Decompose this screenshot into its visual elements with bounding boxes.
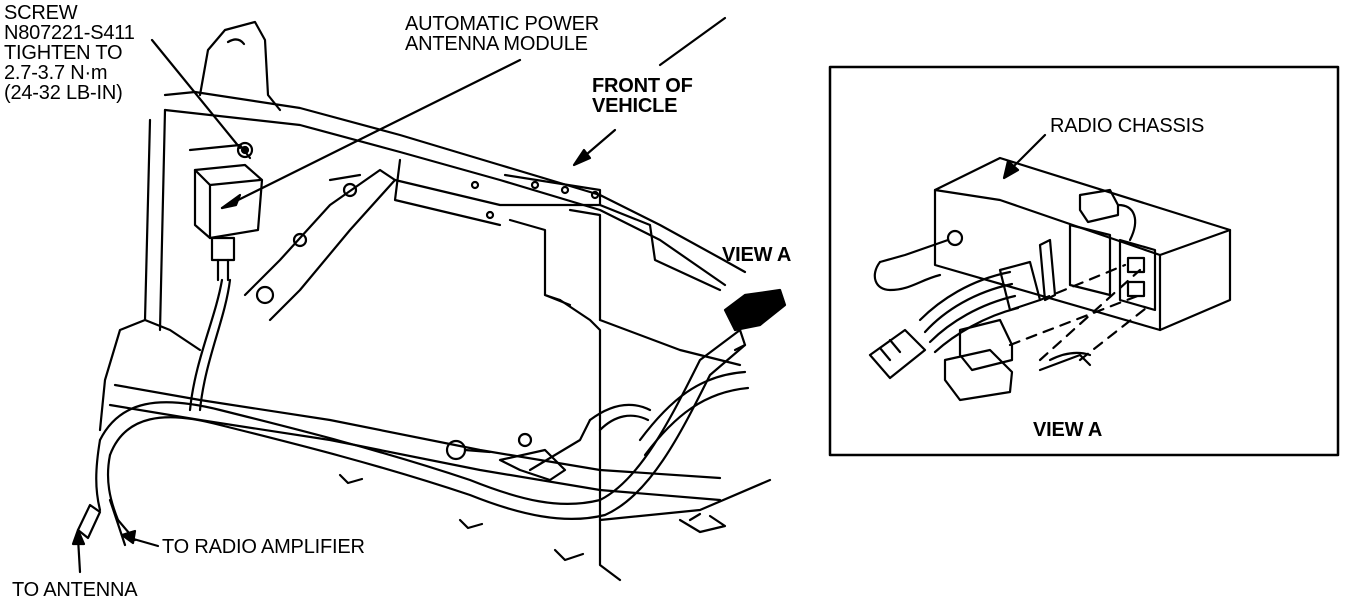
front-of-vehicle-label: FRONT OF VEHICLE xyxy=(592,76,693,116)
screw-label-line: N807221-S411 xyxy=(4,22,135,44)
antenna-module-assembly xyxy=(188,141,264,412)
instrument-panel-frame xyxy=(98,16,787,582)
front-of-vehicle-line: FRONT OF xyxy=(592,75,693,97)
view-a-pointer-label: VIEW A xyxy=(722,244,792,266)
module-label-line: ANTENNA MODULE xyxy=(405,33,588,55)
to-radio-amplifier-label: TO RADIO AMPLIFIER xyxy=(162,536,365,558)
screw-label-line: TIGHTEN TO xyxy=(4,42,123,64)
view-a-inset xyxy=(828,65,1340,457)
screw-label-line: SCREW xyxy=(4,2,78,24)
leader-lines xyxy=(71,38,617,574)
wiring-harness xyxy=(76,328,750,547)
view-a-caption: VIEW A xyxy=(1033,419,1103,441)
module-label-line: AUTOMATIC POWER xyxy=(405,13,600,35)
front-of-vehicle-line: VEHICLE xyxy=(592,95,678,117)
screw-label-line: 2.7-3.7 N·m xyxy=(4,62,108,84)
module-label: AUTOMATIC POWER ANTENNA MODULE xyxy=(405,14,599,54)
screw-label-line: (24-32 LB-IN) xyxy=(4,82,123,104)
screw-label: SCREW N807221-S411 TIGHTEN TO 2.7-3.7 N·… xyxy=(4,3,135,103)
radio-chassis-label: RADIO CHASSIS xyxy=(1050,115,1205,137)
to-antenna-label: TO ANTENNA xyxy=(12,579,138,601)
